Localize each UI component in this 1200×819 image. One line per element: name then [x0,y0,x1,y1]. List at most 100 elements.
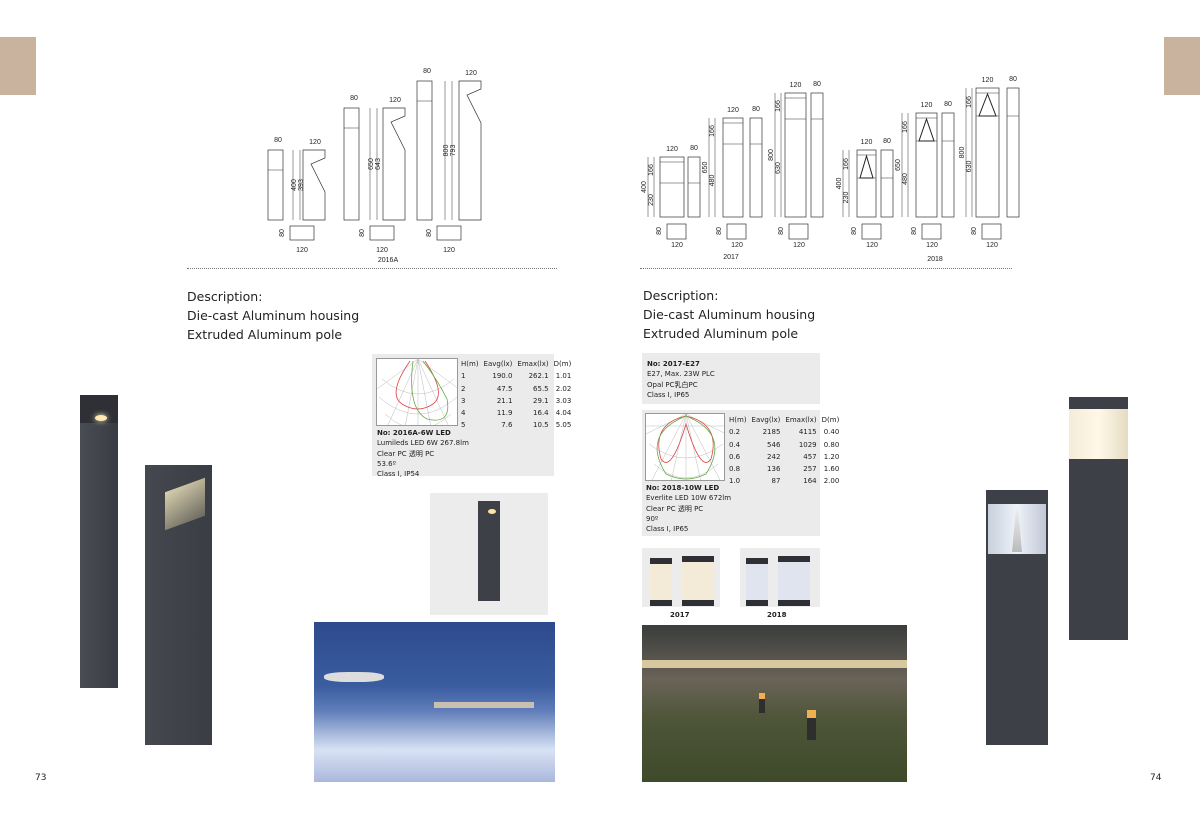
thumb-2017-photo [642,548,720,607]
dimension-label: 120 [443,247,455,254]
spec-line: E27, Max. 23W PLC [647,370,715,379]
spec-line: Class I, IP65 [647,390,690,399]
table-cell: Emax(lx) [517,360,549,368]
dimension-label: 120 [309,139,321,146]
table-cell: 3 [461,396,466,405]
side-view [302,149,326,221]
dimension-label: 80 [279,229,286,237]
table-cell: 2185 [762,428,781,437]
dimension-label: 166 [843,158,850,170]
dimension-label: 120 [793,242,805,249]
dimension-label: 630 [966,161,973,173]
table-cell: 0.40 [823,428,840,437]
dimension-label: 230 [648,194,655,206]
table-cell: 1.20 [823,452,840,461]
table-cell: 546 [767,440,781,449]
plan-view [921,223,942,240]
page-number: 74 [1150,773,1162,783]
thumb-2018-photo [740,548,820,607]
dimension-label: 650 [702,162,709,174]
dimension-label: 166 [648,164,655,176]
spec-line: 53.6º [377,459,396,468]
table-row: H(m)Eavg(lx)Emax(lx)D(m) [461,359,571,369]
dimension-label: 800 [443,145,450,157]
table-cell: 0.2 [729,428,741,437]
dimension-label: 80 [944,101,952,108]
spec-line: Class I, IP65 [646,525,689,534]
thumb-label: 2017 [670,611,690,619]
dimension-label: 80 [716,227,723,235]
lamp-reflector [978,92,997,117]
plan-view [436,225,462,241]
dimension-label: 793 [450,145,457,157]
table-cell: 11.9 [496,409,513,418]
spec-line: Lumileds LED 6W 267.8lm [377,439,469,448]
dimension-label: 80 [813,81,821,88]
spec-line: 90º [646,514,659,523]
bollard-tall-photo [80,395,118,688]
table-cell: H(m) [461,360,479,368]
dimension-label: 80 [1009,76,1017,83]
dimension-label: 80 [350,95,358,102]
dimension-label: 120 [790,82,802,89]
table-cell: 0.4 [729,440,741,449]
front-view [722,117,744,218]
table-cell: 2 [461,384,466,393]
dimension-label: 120 [731,242,743,249]
dimension-label: 800 [959,147,966,159]
table-cell: 5 [461,421,466,430]
bollard-2018-photo [986,490,1048,745]
plan-view [861,223,882,240]
spec-line: Everlite LED 10W 672lm [646,494,732,503]
table-cell: H(m) [729,416,747,424]
dimension-label: 166 [966,96,973,108]
dimension-label: 80 [752,106,760,113]
dimension-label: 120 [296,247,308,254]
description-title: Description: [643,288,719,303]
dimension-label: 120 [376,247,388,254]
table-cell: 1.01 [555,372,572,381]
bollard-short-photo [145,465,212,745]
dimension-label: 400 [641,181,648,193]
night-snow-scene-photo [314,622,555,782]
spec-line: Opal PC乳白PC [647,380,698,389]
description-line: Extruded Aluminum pole [187,327,343,342]
spec-line: Clear PC 透明 PC [377,449,435,458]
divider-left [187,268,557,269]
dimension-label: 80 [778,227,785,235]
polar-light-distribution-chart [376,358,458,426]
spec-model: No: 2016A-6W LED [377,429,451,437]
side-view [1006,87,1020,218]
front-view [915,112,938,218]
divider-right [640,268,1012,269]
front-view [416,80,433,221]
page-tab-left [0,37,36,95]
table-cell: 29.1 [533,396,549,405]
dimension-label: 166 [775,100,782,112]
dimension-label: 120 [866,242,878,249]
spec-model: No: 2017-E27 [647,360,700,368]
table-cell: 136 [767,465,781,474]
dimension-label: 80 [359,229,366,237]
table-cell: 1.0 [729,477,741,486]
dimension-label: 80 [426,229,433,237]
table-cell: 47.5 [496,384,513,393]
table-cell: 1029 [798,440,817,449]
table-cell: 262.1 [528,372,549,381]
dimension-label: 80 [274,137,282,144]
front-view [267,149,284,221]
dimension-label: 393 [298,179,305,191]
side-view [810,92,824,218]
table-cell: 257 [803,465,817,474]
table-cell: 1 [461,372,466,381]
table-cell: Emax(lx) [785,416,817,424]
table-cell: 1.60 [823,465,840,474]
